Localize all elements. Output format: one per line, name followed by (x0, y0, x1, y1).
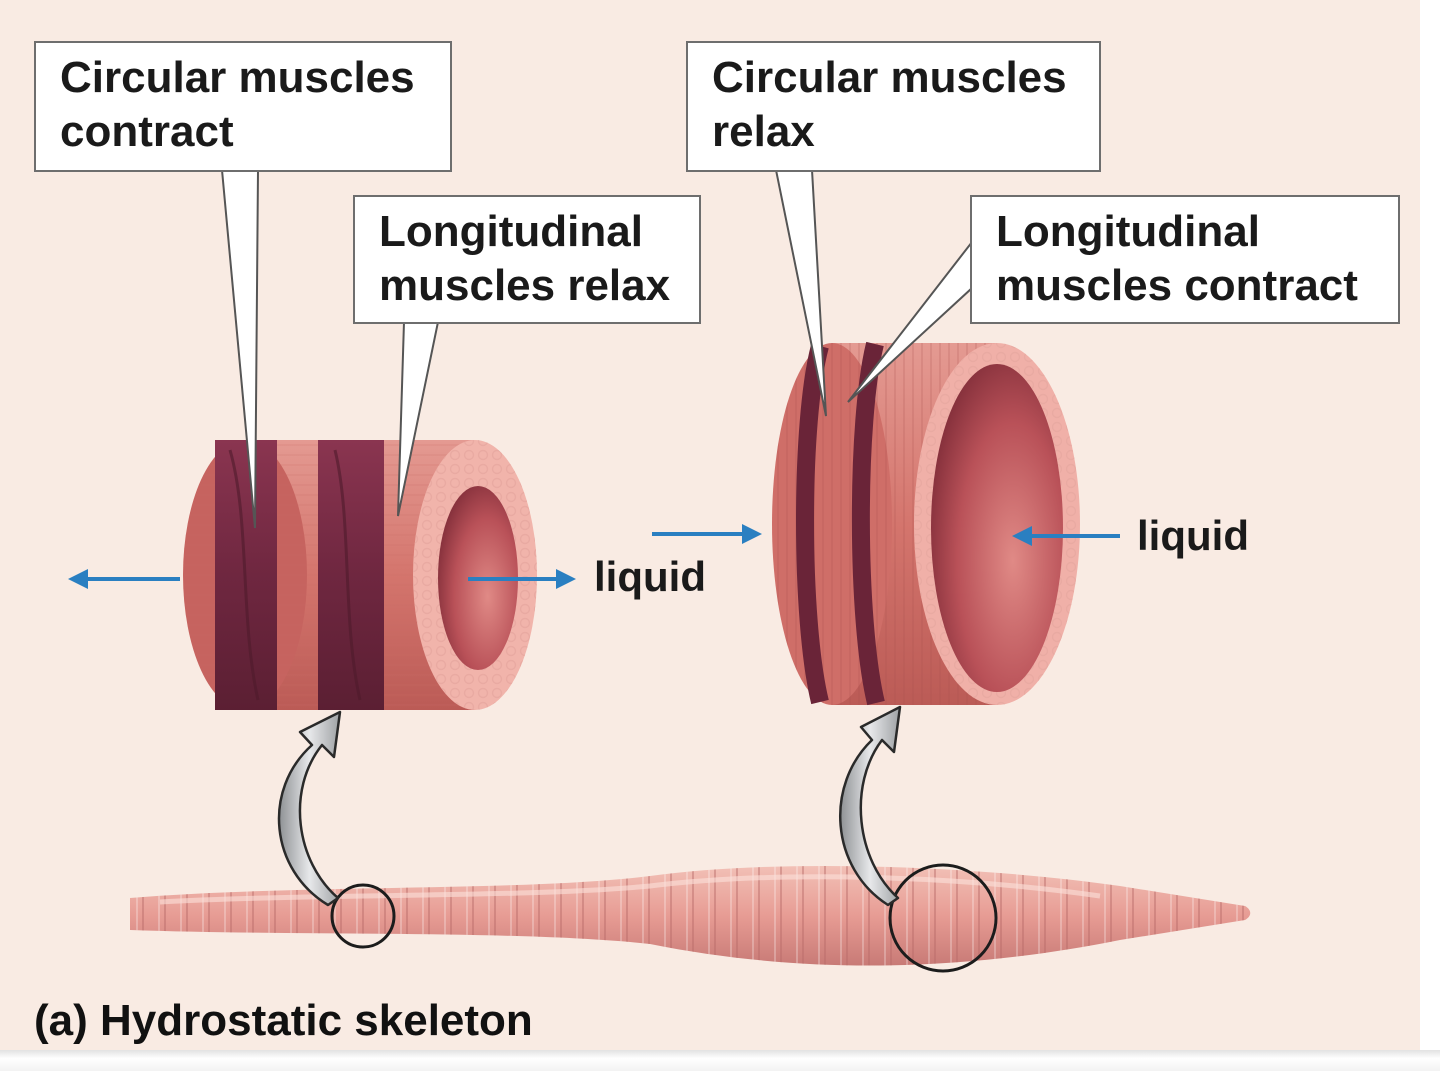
callout-circular-contract: Circular muscles contract (34, 41, 452, 172)
muscle-segment-contracted (183, 440, 537, 710)
magnifier-circle-left (330, 883, 396, 949)
curved-arrow-left (277, 710, 342, 907)
earthworm (130, 865, 1251, 966)
label-liquid-right: liquid (1137, 512, 1249, 559)
callout-line: Longitudinal (379, 207, 643, 256)
callout-line: muscles relax (379, 261, 671, 310)
callout-line: relax (712, 107, 815, 156)
callout-longitudinal-contract: Longitudinal muscles contract (970, 195, 1400, 324)
curved-arrow-right (839, 705, 902, 907)
callout-line: Circular muscles (712, 53, 1067, 102)
flow-arrows (68, 524, 1120, 589)
callout-line: muscles contract (996, 261, 1358, 310)
figure-caption: (a) Hydrostatic skeleton (34, 996, 533, 1045)
magnifier-circle-right (888, 863, 998, 973)
muscle-segment-relaxed (772, 341, 1080, 706)
bottom-edge (0, 1050, 1440, 1071)
callout-line: Circular muscles (60, 53, 415, 102)
label-liquid-left: liquid (594, 553, 706, 600)
callout-line: contract (60, 107, 234, 156)
callout-circular-relax: Circular muscles relax (686, 41, 1101, 172)
callout-line: Longitudinal (996, 207, 1260, 256)
callout-longitudinal-relax: Longitudinal muscles relax (353, 195, 701, 324)
right-edge (1420, 0, 1440, 1071)
